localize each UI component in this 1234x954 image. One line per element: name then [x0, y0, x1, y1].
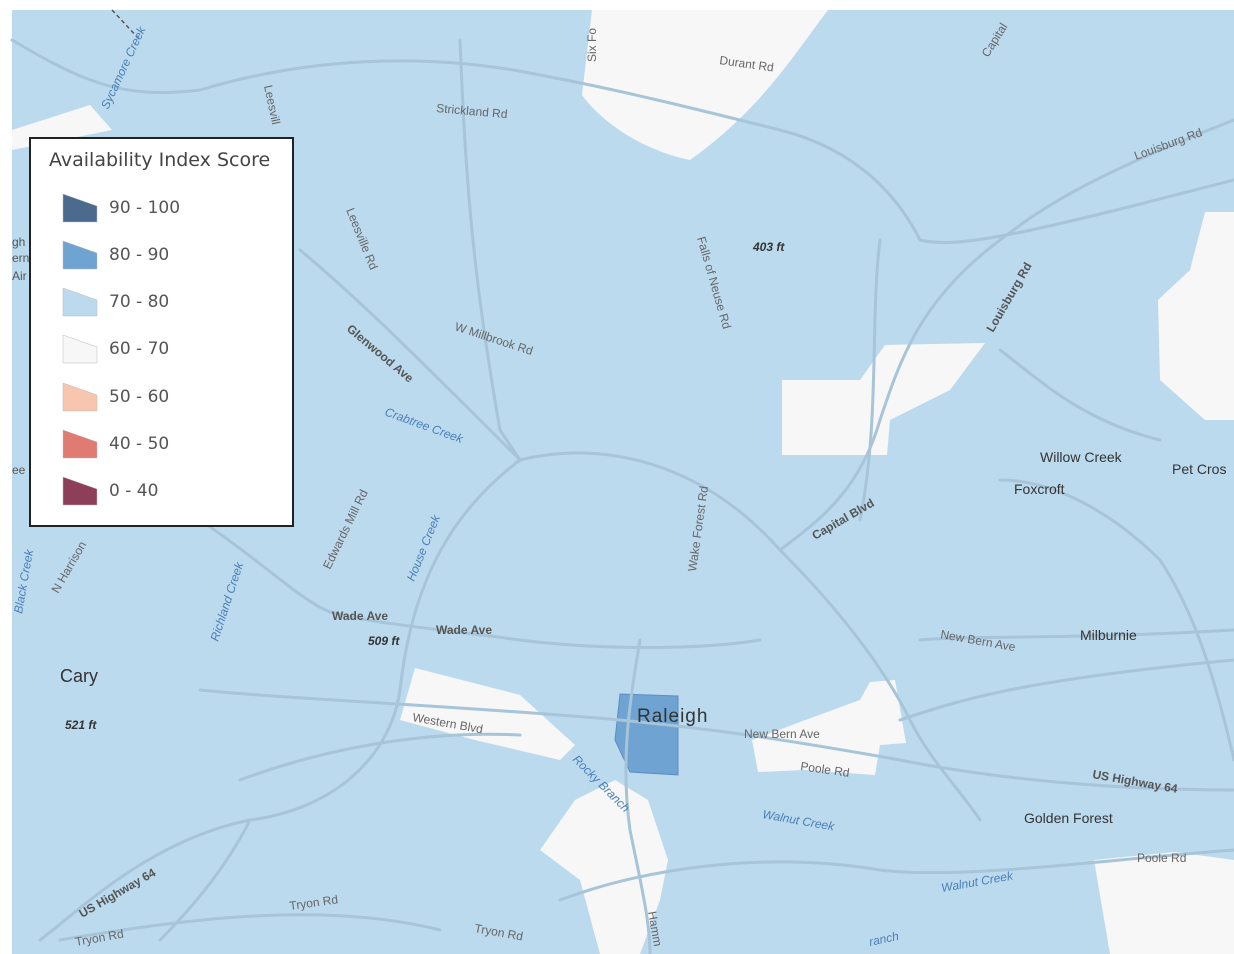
area-capital	[782, 343, 985, 455]
legend-swatch-icon	[62, 382, 98, 412]
legend-label: 40 - 50	[109, 434, 170, 454]
legend-label: 60 - 70	[109, 339, 170, 359]
legend-title: Availability Index Score	[49, 149, 271, 171]
score-80-90-tract[interactable]	[614, 693, 679, 776]
place-label: Pet Cros	[1172, 461, 1226, 477]
road-label: Strickland Rd	[436, 101, 508, 121]
elevation-labels: 403 ft 509 ft 521 ft	[65, 240, 785, 732]
place-label: Willow Creek	[1040, 449, 1123, 465]
place-label: Golden Forest	[1024, 810, 1113, 826]
edge-label: Air	[12, 269, 27, 283]
place-label: Milburnie	[1080, 627, 1137, 643]
legend-label: 50 - 60	[109, 387, 170, 407]
edge-labels: gh ern Air ee	[12, 235, 29, 477]
road-network	[10, 38, 1234, 954]
road-label: Tryon Rd	[288, 892, 338, 913]
area-newbern	[752, 680, 906, 775]
legend-label: 0 - 40	[109, 481, 159, 501]
road-label: Six Fo	[585, 28, 599, 62]
elevation-label: 509 ft	[368, 634, 400, 648]
area-southeast	[1094, 852, 1234, 954]
area-durant	[582, 10, 828, 160]
score-60-70-areas	[12, 10, 1234, 954]
road-label: Wade Ave	[436, 623, 492, 637]
edge-label: ern	[12, 251, 29, 265]
legend-item: 90 - 100	[61, 191, 281, 225]
road-label: Wade Ave	[332, 609, 388, 623]
road-label: Poole Rd	[1137, 851, 1186, 865]
legend-panel: Availability Index Score 90 - 100 80 - 9…	[29, 137, 294, 527]
legend-label: 70 - 80	[109, 292, 170, 312]
legend-item: 50 - 60	[61, 380, 281, 414]
area-rocky	[540, 780, 668, 954]
legend-label: 90 - 100	[109, 198, 181, 218]
legend-swatch-icon	[62, 240, 98, 270]
legend-item: 60 - 70	[61, 332, 281, 366]
place-label: Foxcroft	[1014, 481, 1065, 497]
area-east	[1158, 212, 1234, 420]
legend-item: 0 - 40	[61, 474, 281, 508]
place-label: Raleigh	[637, 706, 708, 727]
elevation-label: 403 ft	[752, 240, 785, 254]
area-western	[400, 668, 575, 760]
legend-label: 80 - 90	[109, 245, 170, 265]
road-label: New Bern Ave	[744, 727, 820, 741]
legend-swatch-icon	[62, 193, 98, 223]
elevation-label: 521 ft	[65, 718, 97, 732]
legend-item: 80 - 90	[61, 238, 281, 272]
legend-swatch-icon	[62, 287, 98, 317]
legend-item: 70 - 80	[61, 285, 281, 319]
road-label: Hamm	[645, 910, 665, 947]
legend-swatch-icon	[62, 334, 98, 364]
legend-item: 40 - 50	[61, 427, 281, 461]
place-label: Cary	[60, 666, 98, 686]
place-labels: Raleigh Cary Willow Creek Foxcroft Pet C…	[60, 449, 1226, 826]
edge-label: gh	[12, 235, 25, 249]
legend-swatch-icon	[62, 429, 98, 459]
edge-label: ee	[12, 463, 26, 477]
water-label: ranch	[868, 929, 901, 949]
legend-swatch-icon	[62, 476, 98, 506]
road-label: Poole Rd	[800, 759, 851, 780]
